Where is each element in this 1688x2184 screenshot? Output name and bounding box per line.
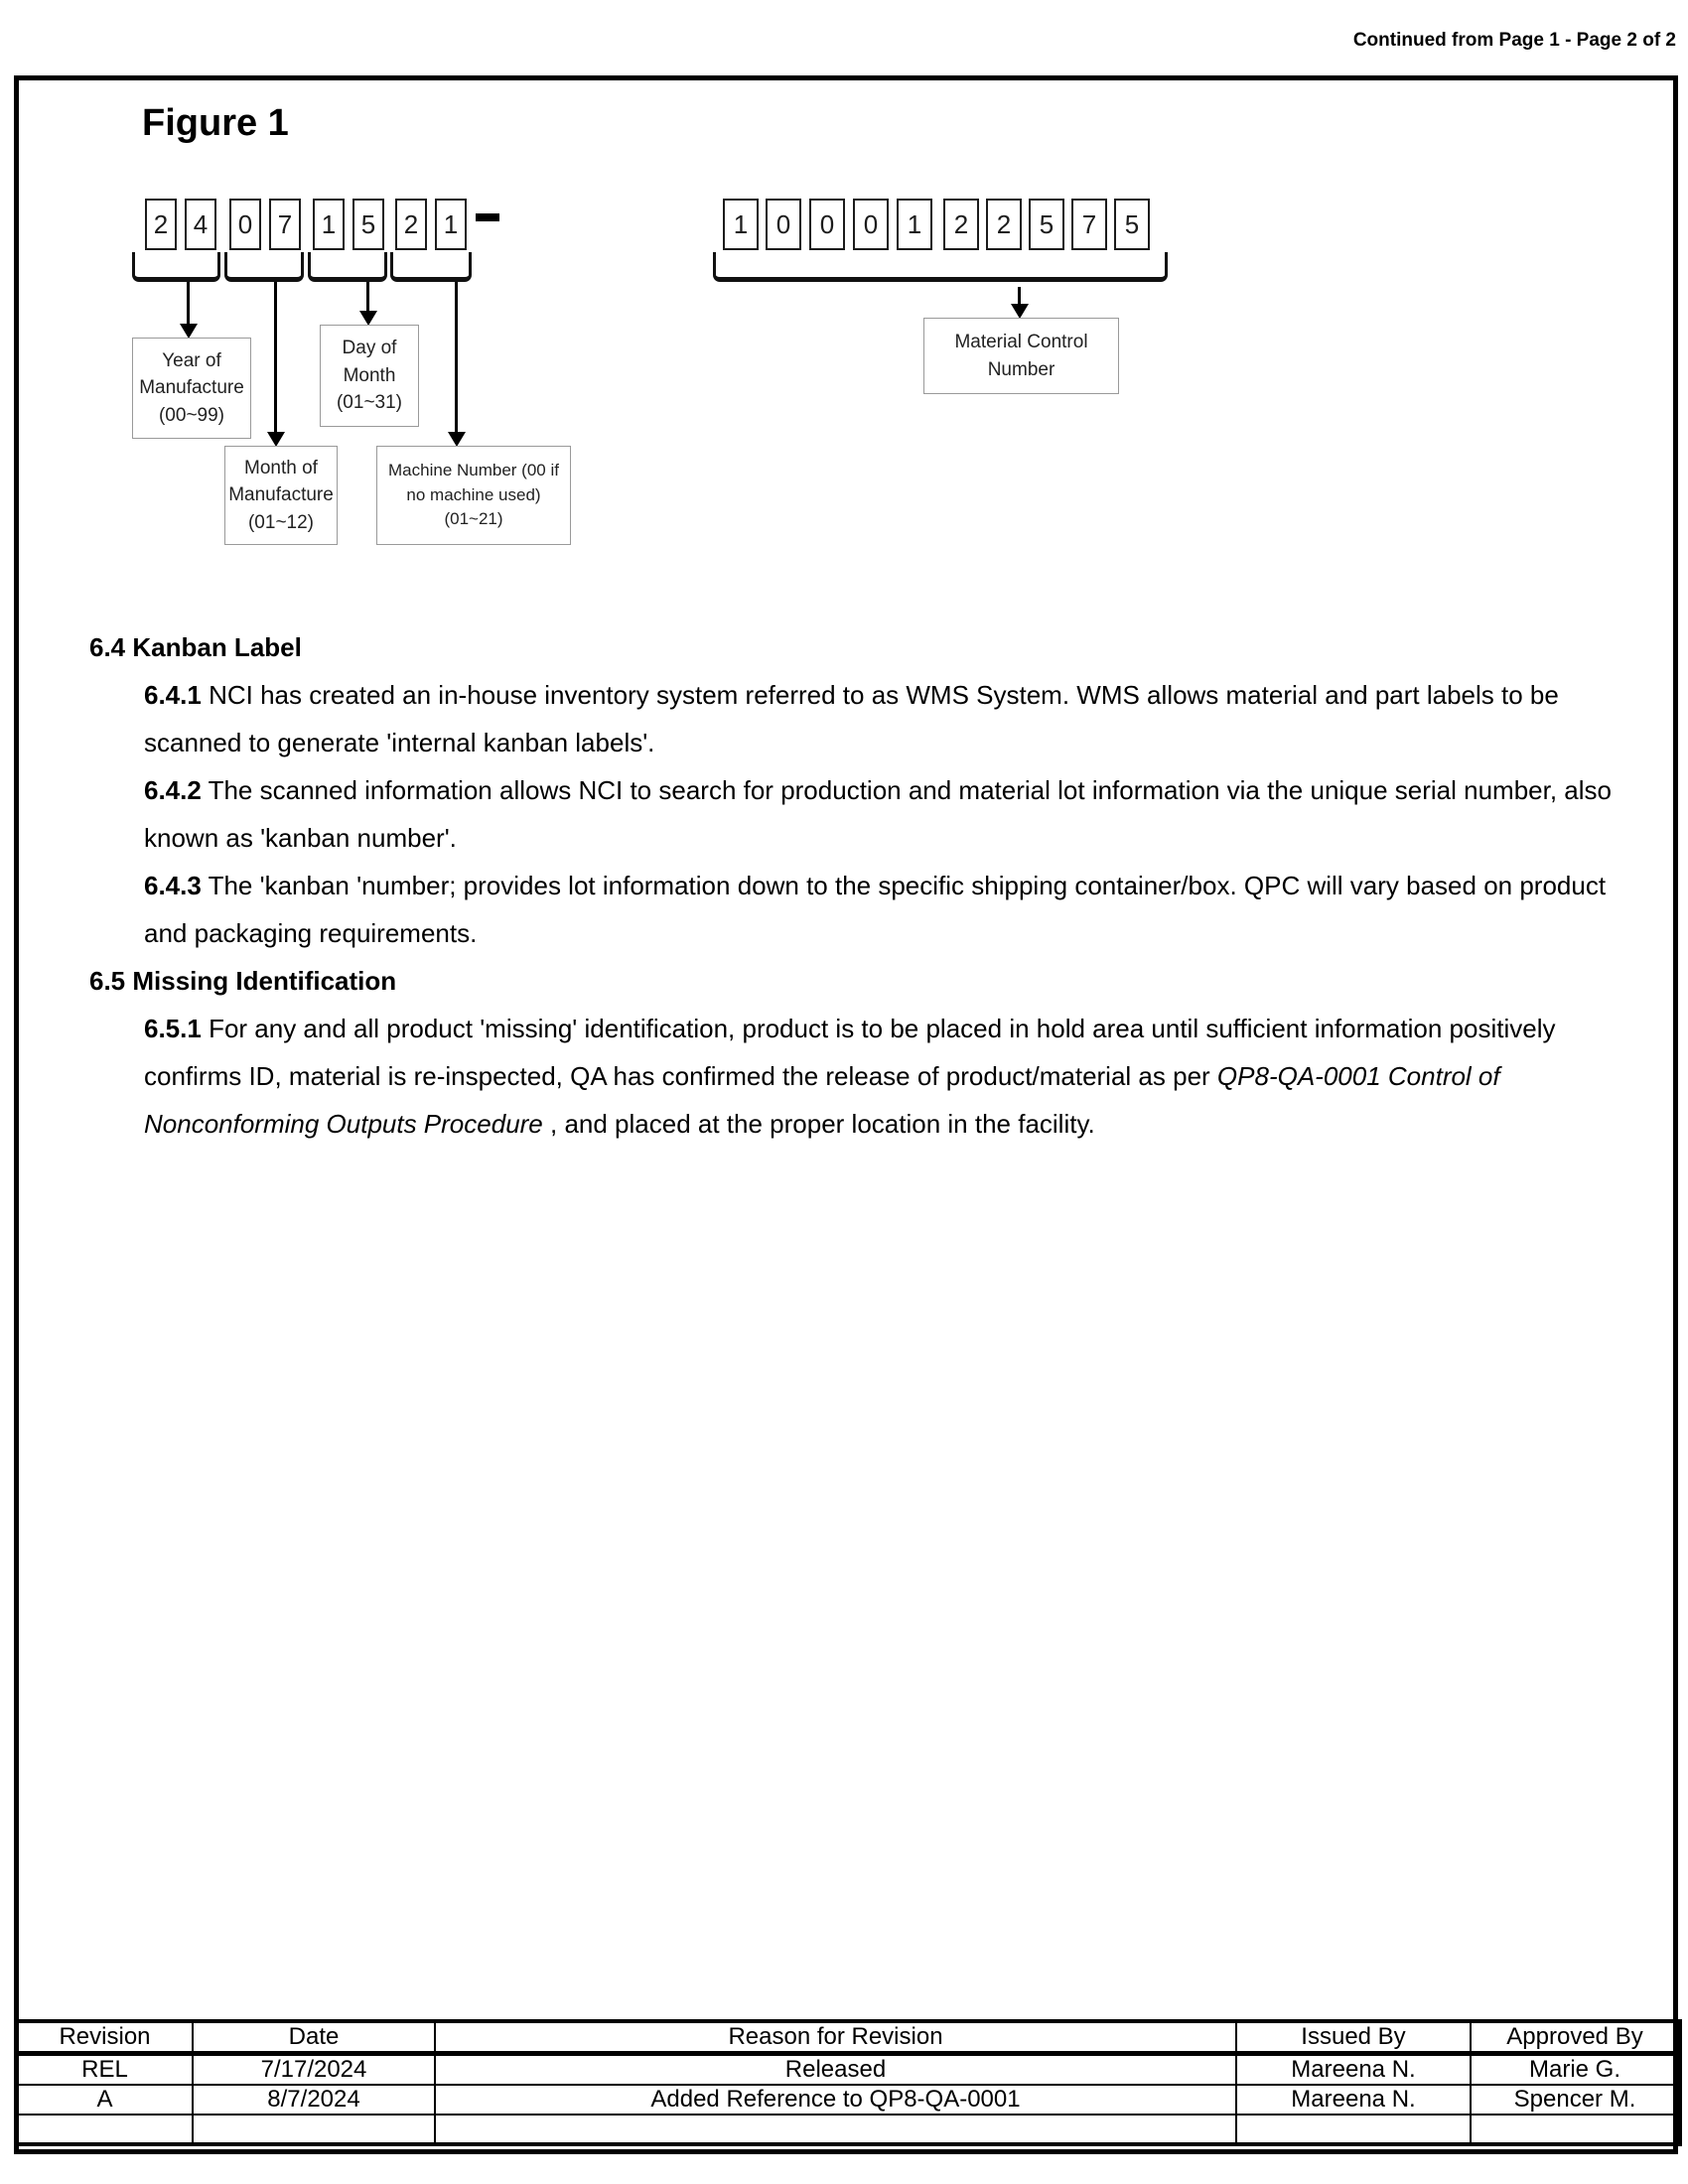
col-header-revision: Revision (15, 2020, 194, 2056)
cell-reason: Released (434, 2052, 1237, 2086)
arrow-to-machine-label (455, 282, 458, 432)
page-continuation-label: Continued from Page 1 - Page 2 of 2 (1352, 30, 1676, 51)
serial-digit-box: 5 (1029, 199, 1064, 250)
body-text: 6.4 Kanban Label 6.4.1 NCI has created a… (89, 623, 1640, 1148)
table-row: A 8/7/2024 Added Reference to QP8-QA-000… (15, 2084, 1681, 2116)
col-header-date: Date (192, 2020, 436, 2056)
table-row (15, 2114, 1681, 2145)
serial-digit-box: 2 (943, 199, 979, 250)
paragraph-6-4-1: 6.4.1 NCI has created an in-house invent… (144, 671, 1640, 766)
item-text: The scanned information allows NCI to se… (144, 775, 1613, 853)
cell-date (192, 2114, 436, 2145)
serial-digit-box: 0 (853, 199, 889, 250)
cell-revision (15, 2114, 194, 2145)
paragraph-6-4-2: 6.4.2 The scanned information allows NCI… (144, 766, 1640, 862)
serial-digit-box: 1 (897, 199, 932, 250)
serial-separator-dash (476, 213, 499, 221)
material-control-number-label: Material Control Number (923, 318, 1119, 394)
cell-approved-by (1470, 2114, 1681, 2145)
arrowhead-icon (267, 432, 285, 447)
group-bracket-year (132, 252, 220, 282)
cell-issued-by: Mareena N. (1235, 2052, 1472, 2086)
revision-history-table: Revision Date Reason for Revision Issued… (14, 2019, 1682, 2146)
month-of-manufacture-label: Month of Manufacture (01~12) (224, 446, 338, 545)
col-header-issued-by: Issued By (1235, 2020, 1472, 2056)
arrow-to-material-label (1018, 287, 1021, 304)
serial-digit-box: 1 (435, 199, 467, 250)
year-of-manufacture-label: Year of Manufacture (00~99) (132, 338, 251, 439)
item-number: 6.5.1 (144, 1014, 202, 1043)
cell-revision: A (15, 2084, 194, 2116)
item-number: 6.4.1 (144, 680, 202, 710)
table-row: REL 7/17/2024 Released Mareena N. Marie … (15, 2052, 1681, 2086)
cell-reason (434, 2114, 1237, 2145)
item-text: , and placed at the proper location in t… (542, 1109, 1095, 1139)
serial-digit-box: 2 (986, 199, 1022, 250)
group-bracket-month (224, 252, 304, 282)
arrow-to-year-label (187, 282, 190, 324)
paragraph-6-4-3: 6.4.3 The 'kanban 'number; provides lot … (144, 862, 1640, 957)
arrowhead-icon (1011, 304, 1029, 319)
cell-date: 8/7/2024 (192, 2084, 436, 2116)
paragraph-6-5-1: 6.5.1 For any and all product 'missing' … (144, 1005, 1640, 1148)
cell-approved-by: Marie G. (1470, 2052, 1681, 2086)
arrowhead-icon (180, 324, 198, 339)
serial-digit-box: 0 (229, 199, 261, 250)
referenced-procedure-title: QP8-QA-0001 Control of Nonconforming Out… (144, 1061, 1500, 1139)
section-heading-6-4: 6.4 Kanban Label (89, 632, 302, 662)
arrowhead-icon (448, 432, 466, 447)
serial-digit-box: 2 (145, 199, 177, 250)
serial-digit-box: 4 (185, 199, 216, 250)
serial-digit-box: 7 (269, 199, 301, 250)
arrow-to-month-label (274, 282, 277, 432)
serial-digit-box: 1 (313, 199, 345, 250)
arrowhead-icon (359, 311, 377, 326)
machine-number-label: Machine Number (00 if no machine used) (… (376, 446, 571, 545)
cell-revision: REL (15, 2052, 194, 2086)
table-header-row: Revision Date Reason for Revision Issued… (15, 2020, 1681, 2056)
page-border-frame (14, 75, 1678, 2154)
cell-issued-by: Mareena N. (1235, 2084, 1472, 2116)
serial-digit-box: 2 (395, 199, 427, 250)
item-number: 6.4.2 (144, 775, 202, 805)
cell-approved-by: Spencer M. (1470, 2084, 1681, 2116)
col-header-approved-by: Approved By (1470, 2020, 1681, 2056)
figure-title: Figure 1 (142, 102, 289, 144)
group-bracket-day (308, 252, 387, 282)
cell-issued-by (1235, 2114, 1472, 2145)
col-header-reason: Reason for Revision (434, 2020, 1237, 2056)
serial-digit-box: 0 (766, 199, 801, 250)
item-number: 6.4.3 (144, 871, 202, 900)
day-of-month-label: Day of Month (01~31) (320, 325, 419, 427)
serial-digit-box: 7 (1071, 199, 1107, 250)
item-text: The 'kanban 'number; provides lot inform… (144, 871, 1607, 948)
cell-reason: Added Reference to QP8-QA-0001 (434, 2084, 1237, 2116)
section-heading-6-5: 6.5 Missing Identification (89, 966, 397, 996)
serial-digit-box: 5 (352, 199, 384, 250)
item-text: NCI has created an in-house inventory sy… (144, 680, 1559, 757)
arrow-to-day-label (366, 282, 369, 311)
cell-date: 7/17/2024 (192, 2052, 436, 2086)
serial-digit-box: 1 (723, 199, 759, 250)
group-bracket-machine (390, 252, 472, 282)
item-text: For any and all product 'missing' identi… (144, 1014, 1556, 1091)
serial-digit-box: 5 (1114, 199, 1150, 250)
group-bracket-material (713, 252, 1168, 282)
serial-digit-box: 0 (809, 199, 845, 250)
